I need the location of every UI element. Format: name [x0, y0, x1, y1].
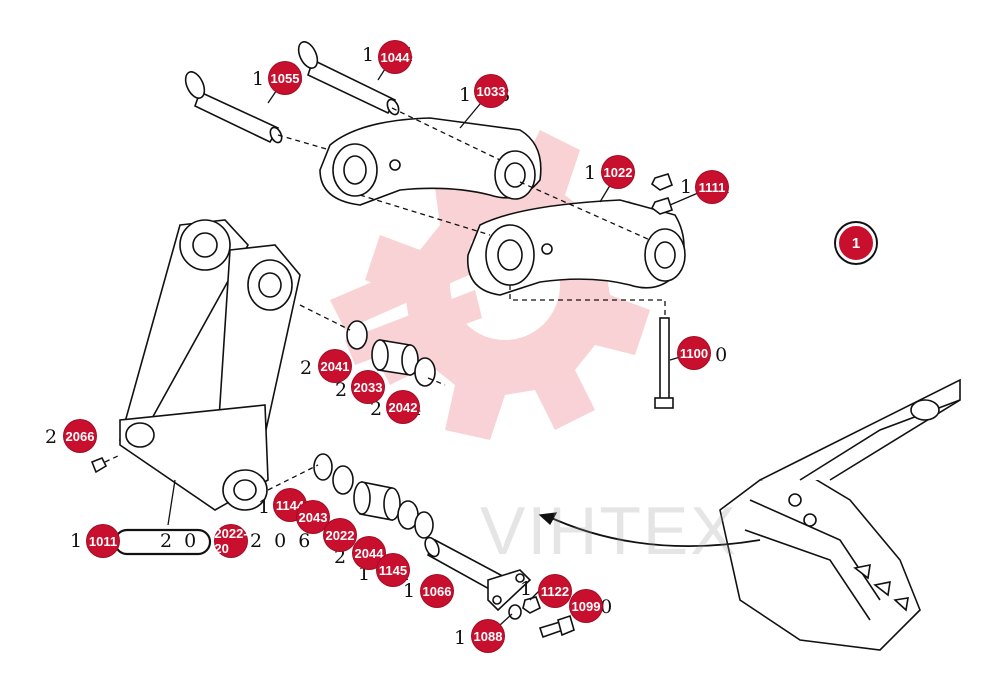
callout-1099[interactable]: 1099: [570, 590, 602, 622]
nuts-1111: [650, 173, 674, 215]
grease-fitting-2066: [90, 456, 108, 474]
callout-1[interactable]: 1: [836, 223, 876, 263]
callout-1011[interactable]: 1011: [87, 525, 119, 557]
callout-1055[interactable]: 1055: [269, 62, 301, 94]
callout-2044[interactable]: 2044: [353, 537, 385, 569]
bolt-1100: [654, 317, 674, 409]
callout-2042[interactable]: 2042: [387, 391, 419, 423]
frame-bracket: [118, 219, 301, 511]
ghost-label-2033: 2: [335, 379, 351, 401]
washer-nut-1122: [508, 596, 541, 620]
callout-1100[interactable]: 1100: [678, 337, 710, 369]
link-arm-1022: [467, 199, 686, 296]
ghost-label-1144: 1: [258, 496, 274, 518]
callout-1122[interactable]: 1122: [539, 575, 571, 607]
pin-1055: [184, 71, 283, 144]
callout-2043[interactable]: 2043: [297, 501, 329, 533]
callout-1044[interactable]: 1044: [379, 41, 411, 73]
bushings-upper: [346, 320, 436, 387]
callout-1145[interactable]: 1145: [377, 554, 409, 586]
pin-1044: [297, 41, 400, 116]
callout-1066[interactable]: 1066: [421, 575, 453, 607]
pin-1066: [424, 536, 532, 612]
link-arm-1033: [319, 117, 542, 206]
callout-2041[interactable]: 2041: [319, 350, 351, 382]
ghost-label-1011: 1: [70, 530, 86, 552]
ghost-label-2022c: 2 0 6: [250, 530, 314, 552]
callout-1022[interactable]: 1022: [602, 156, 634, 188]
watermark-text: VIHTEX: [480, 493, 738, 569]
ghost-label-2044: 2: [334, 546, 350, 568]
callout-2022[interactable]: 2022: [324, 519, 356, 551]
callout-2022-20[interactable]: 2022-20: [214, 525, 248, 557]
callout-1033[interactable]: 1033: [475, 75, 507, 107]
callout-2066[interactable]: 2066: [64, 420, 96, 452]
bucket-inset: [719, 378, 961, 651]
bushings-lower: [313, 453, 434, 539]
bolt-1099: [538, 614, 575, 639]
callout-1111[interactable]: 1111: [696, 171, 728, 203]
callout-1088[interactable]: 1088: [472, 620, 504, 652]
callout-2033[interactable]: 2033: [352, 371, 384, 403]
ghost-label-2022b: 2 0: [160, 530, 200, 552]
